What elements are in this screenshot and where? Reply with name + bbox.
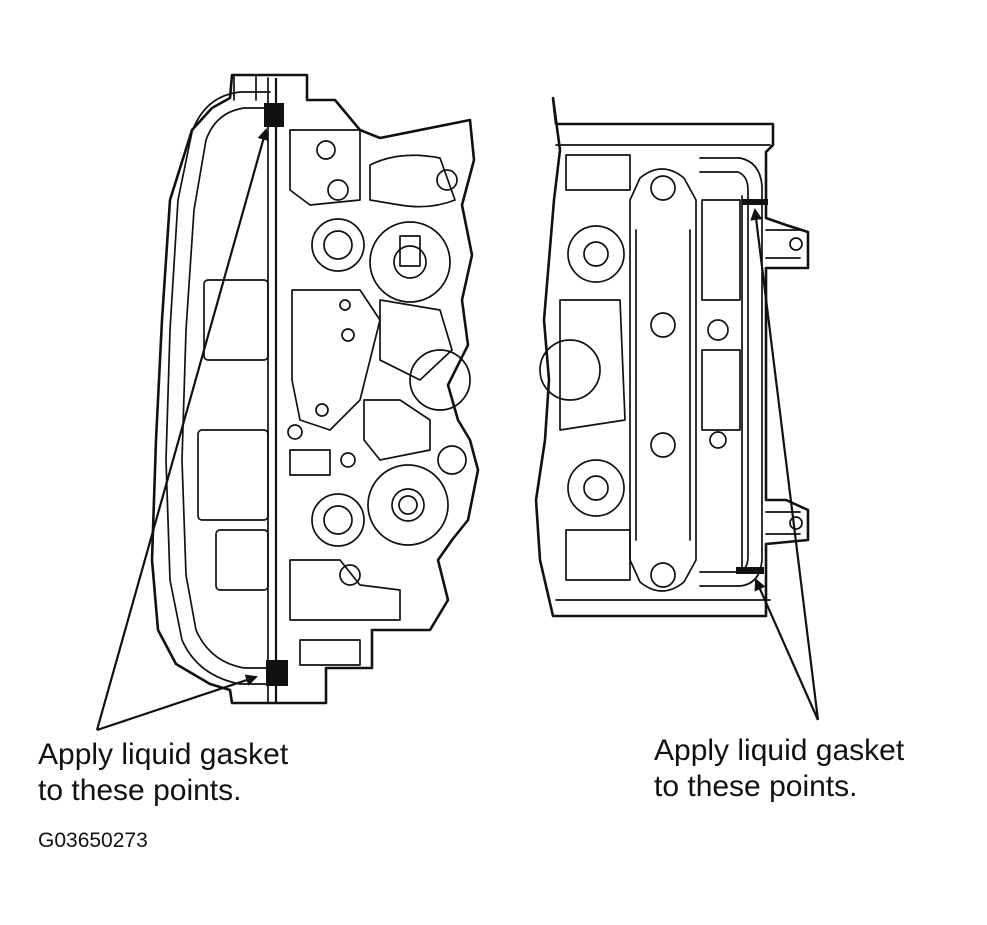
right-cylinder-head bbox=[534, 96, 810, 618]
left-callout-line-2: to these points. bbox=[38, 774, 242, 807]
figure-id-label: G03650273 bbox=[38, 829, 148, 852]
right-callout-line-2: to these points. bbox=[654, 770, 858, 803]
left-gasket-channel-inner bbox=[181, 107, 271, 669]
left-head-outline bbox=[150, 73, 480, 705]
right-callout-line-1: Apply liquid gasket bbox=[654, 734, 905, 767]
right-leader-arrows bbox=[750, 208, 820, 721]
right-gasket-point-bottom bbox=[736, 567, 764, 574]
left-leader-arrows bbox=[95, 128, 270, 732]
left-gasket-channel-outer bbox=[165, 91, 271, 685]
right-callout-text: Apply liquid gasket to these points. bbox=[654, 733, 904, 805]
left-gasket-point-top bbox=[264, 103, 284, 127]
right-gasket-point-top bbox=[742, 199, 768, 205]
left-gasket-point-bottom bbox=[266, 660, 288, 686]
right-cam-beam bbox=[629, 168, 697, 592]
left-cylinder-head bbox=[150, 73, 480, 705]
right-head-outline bbox=[534, 96, 810, 618]
right-gasket-channel bbox=[699, 157, 763, 587]
left-callout-text: Apply liquid gasket to these points. bbox=[38, 737, 288, 809]
left-callout-line-1: Apply liquid gasket bbox=[38, 738, 289, 771]
